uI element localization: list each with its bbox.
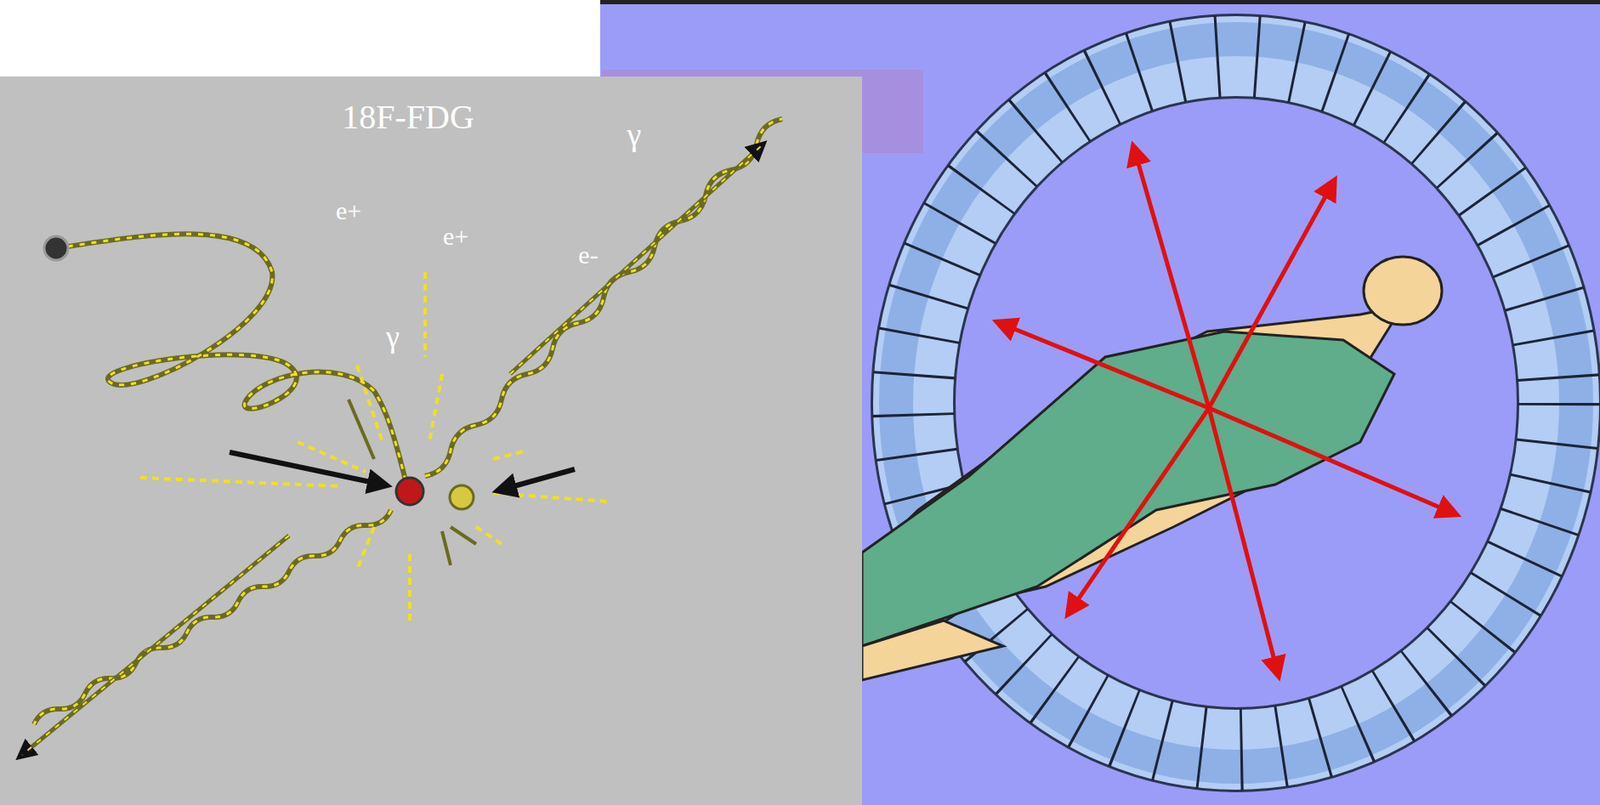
gamma-label: γ — [385, 321, 400, 352]
electron-label: e- — [578, 242, 598, 268]
gamma-label: γ — [627, 118, 642, 151]
tracer-label: 18F-FDG — [341, 100, 475, 135]
positron-label: e+ — [442, 223, 469, 250]
positron-label: e+ — [335, 198, 362, 224]
